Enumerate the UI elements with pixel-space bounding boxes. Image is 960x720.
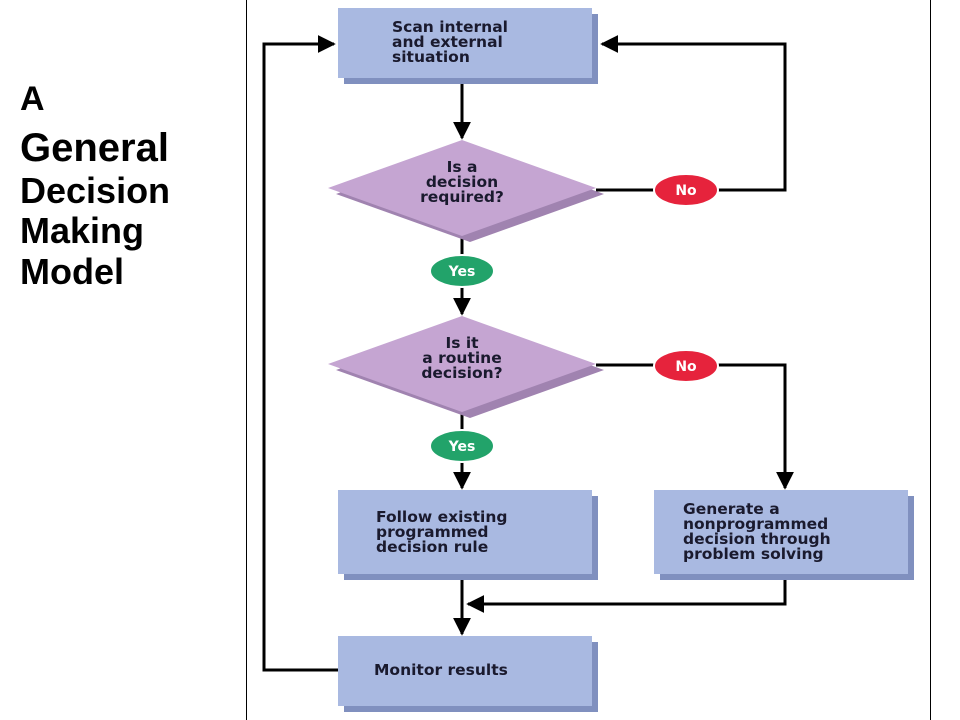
path-no-to-generate [596,363,794,490]
join-generate-to-main [466,578,787,613]
yes-pill-2: Yes [429,429,495,463]
q1-text-1: Is a [447,158,478,176]
follow-text-2: programmed [376,523,489,541]
loop-no-to-scan [596,35,787,192]
monitor-text: Monitor results [374,661,508,679]
follow-text-1: Follow existing [376,508,508,526]
yes-label-1: Yes [448,264,476,280]
scan-box: Scan internal and external situation [338,8,598,84]
generate-decision-box: Generate a nonprogrammed decision throug… [654,490,914,580]
yes-label-2: Yes [448,439,476,455]
loop-monitor-to-scan [262,35,340,672]
q1-text-3: required? [420,188,504,206]
title-line-4: Making [20,210,145,252]
title-line-1: A [20,80,45,118]
title-line-2: General [20,126,169,171]
follow-rule-box: Follow existing programmed decision rule [338,490,598,580]
generate-text-2: nonprogrammed [683,515,828,533]
routine-diamond: Is it a routine decision? [328,316,604,418]
q1-text-2: decision [426,173,498,191]
q2-text-2: a routine [422,349,501,367]
title-line-3: Decision [20,169,171,211]
no-pill-2: No [653,349,719,383]
scan-text-1: Scan internal [392,18,508,36]
follow-text-3: decision rule [376,538,488,556]
yes-pill-1: Yes [429,254,495,288]
scan-text-2: and external [392,33,503,51]
generate-text-1: Generate a [683,500,780,518]
no-label-2: No [675,359,697,375]
generate-text-4: problem solving [683,545,824,563]
left-divider [246,0,247,720]
decision-required-diamond: Is a decision required? [328,140,604,242]
slide-title: A General Decision Making Model [20,80,235,292]
no-label-1: No [675,183,697,199]
monitor-results-box: Monitor results [338,636,598,712]
no-pill-1: No [653,173,719,207]
q2-text-1: Is it [445,334,479,352]
generate-text-3: decision through [683,530,831,548]
right-divider [930,0,931,720]
title-line-5: Model [20,250,124,292]
scan-text-3: situation [392,48,470,66]
q2-text-3: decision? [421,364,502,382]
